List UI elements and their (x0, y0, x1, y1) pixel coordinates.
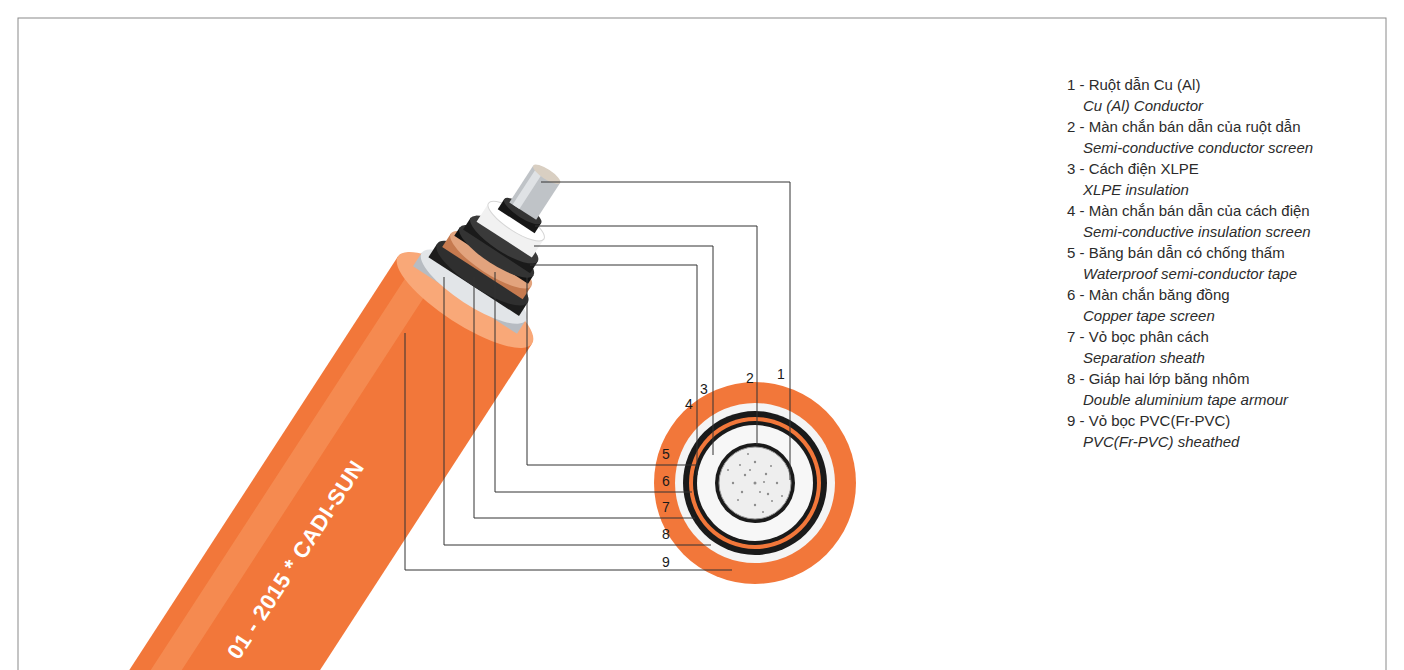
legend-text: 6 - Màn chắn băng đồng (1067, 286, 1230, 304)
leader-line (530, 265, 697, 475)
leader-line (405, 333, 732, 570)
callout-number: 4 (685, 397, 693, 412)
legend-text: 7 - Vỏ bọc phân cách (1067, 328, 1209, 346)
legend-translation: Cu (Al) Conductor (1083, 97, 1203, 115)
screen-ring (693, 421, 817, 545)
legend-text: 1 - Ruột dẫn Cu (Al) (1067, 76, 1200, 94)
xlpe-ring (697, 425, 813, 541)
legend-text: 4 - Màn chắn bán dẫn của cách điện (1067, 202, 1310, 220)
legend-translation: Waterproof semi-conductor tape (1083, 265, 1297, 283)
armour-ring (675, 403, 835, 563)
legend-text: 5 - Băng bán dẫn có chống thấm (1067, 244, 1285, 262)
legend-text: 9 - Vỏ bọc PVC(Fr-PVC) (1067, 412, 1230, 430)
legend-translation: PVC(Fr-PVC) sheathed (1083, 433, 1239, 451)
cable-marking: 01 - 2015 * CADI-SUN (224, 457, 368, 663)
legend-translation: Semi-conductive conductor screen (1083, 139, 1313, 157)
leader-line (474, 277, 695, 518)
legend-translation: Separation sheath (1083, 349, 1205, 367)
legend-translation: XLPE insulation (1083, 181, 1189, 199)
conductor-end (531, 161, 563, 187)
leader-line (535, 226, 757, 445)
conductor-screen-ring (715, 443, 795, 523)
leader-line (444, 277, 711, 545)
jacket-ring (654, 382, 856, 584)
legend-translation: Double aluminium tape armour (1083, 391, 1288, 409)
callout-number: 3 (700, 382, 708, 397)
copper-ring (689, 417, 821, 549)
leader-line (541, 182, 790, 480)
leader-lines (405, 182, 790, 570)
legend-translation: Copper tape screen (1083, 307, 1215, 325)
callout-number: 1 (777, 367, 785, 382)
cross-section (654, 382, 856, 584)
callout-number: 5 (662, 447, 670, 462)
callout-number: 7 (662, 500, 670, 515)
legend-text: 8 - Giáp hai lớp băng nhôm (1067, 370, 1249, 388)
separation-ring (683, 411, 827, 555)
legend-text: 3 - Cách điện XLPE (1067, 160, 1199, 178)
callout-number: 2 (746, 371, 754, 386)
leader-line (495, 272, 692, 492)
conductor-core (719, 447, 791, 519)
leader-line (527, 277, 696, 465)
legend-translation: Semi-conductive insulation screen (1083, 223, 1311, 241)
callout-number: 9 (662, 555, 670, 570)
leader-line (534, 246, 713, 455)
callout-number: 6 (662, 474, 670, 489)
jacket-highlight (32, 266, 435, 670)
conductor-strands (727, 453, 783, 513)
callout-number: 8 (662, 527, 670, 542)
legend-text: 2 - Màn chắn bán dẫn của ruột dẫn (1067, 118, 1301, 136)
